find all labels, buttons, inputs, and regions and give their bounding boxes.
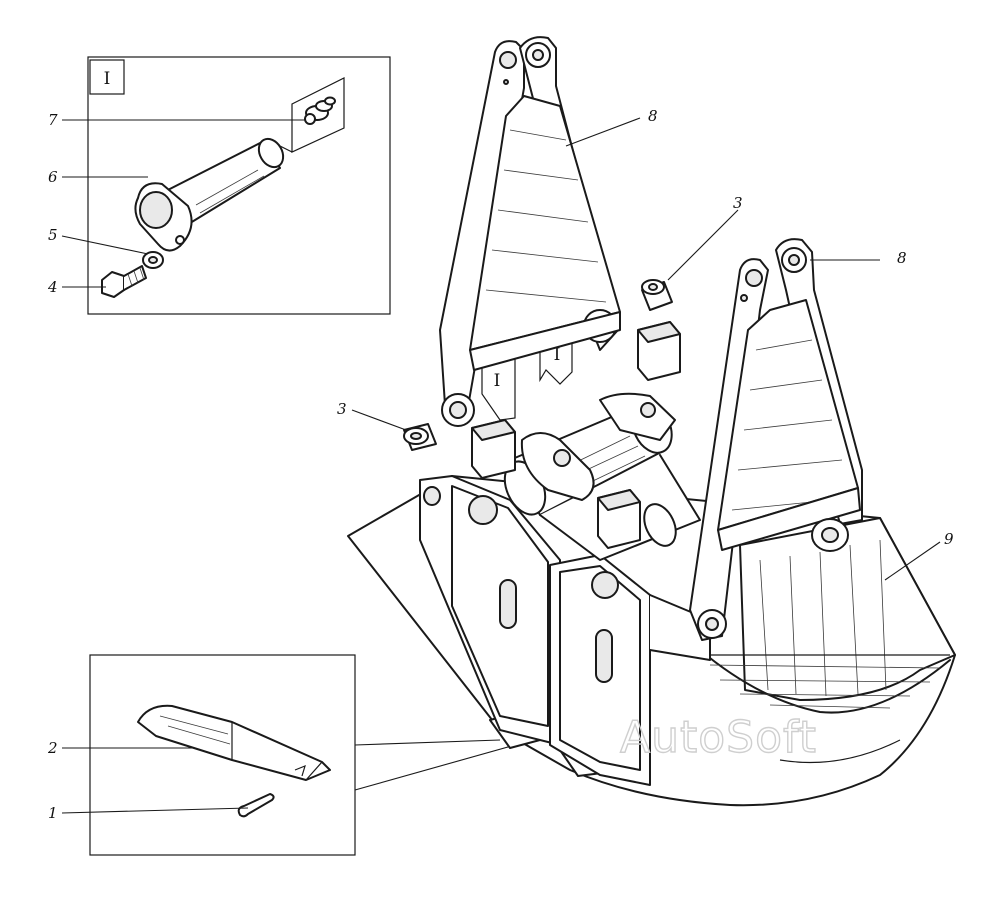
callout-1: 1 [48, 804, 58, 822]
right-side-plate [549, 554, 711, 786]
pin-sleeve [134, 137, 285, 252]
bucket-assembly: I I [337, 36, 956, 807]
front-a-frame [689, 238, 863, 641]
tooth-inset-leader-top [354, 739, 501, 746]
callout-8-lower: 8 [897, 249, 907, 267]
section-marker-right-label: I [554, 345, 561, 365]
hex-bolt [101, 265, 147, 298]
callout-5: 5 [48, 226, 58, 244]
callout-2: 2 [47, 739, 58, 757]
fitting-detail-box [291, 77, 345, 153]
grease-fitting [304, 96, 336, 125]
watermark-text: AutoSoft [620, 712, 817, 763]
callout-9: 9 [944, 530, 954, 548]
bushing-upper [641, 279, 673, 311]
callout-3-lower: 3 [337, 400, 347, 418]
inset-detail-i: I [47, 56, 391, 315]
callout-8-upper: 8 [648, 107, 658, 125]
callout-6: 6 [48, 168, 58, 186]
callout-7: 7 [48, 111, 58, 129]
inset-tag-box [89, 59, 125, 95]
left-side-plate [419, 475, 561, 746]
tooth-inset-leader-bottom [354, 744, 516, 791]
bushing-lower [403, 423, 437, 451]
bucket-tooth [137, 704, 331, 781]
tooth-inset-frame [89, 654, 356, 856]
hinge-cylinders [471, 321, 701, 561]
spring-washer [142, 251, 164, 269]
inset-frame [87, 56, 391, 315]
inset-tag-label: I [104, 69, 111, 89]
rear-a-frame [439, 36, 621, 427]
inset-tooth-detail: 2 1 [47, 654, 516, 856]
callout-4: 4 [47, 278, 58, 296]
section-marker-left-label: I [494, 371, 501, 391]
retaining-pin [237, 793, 275, 818]
callout-3-upper: 3 [733, 194, 743, 212]
